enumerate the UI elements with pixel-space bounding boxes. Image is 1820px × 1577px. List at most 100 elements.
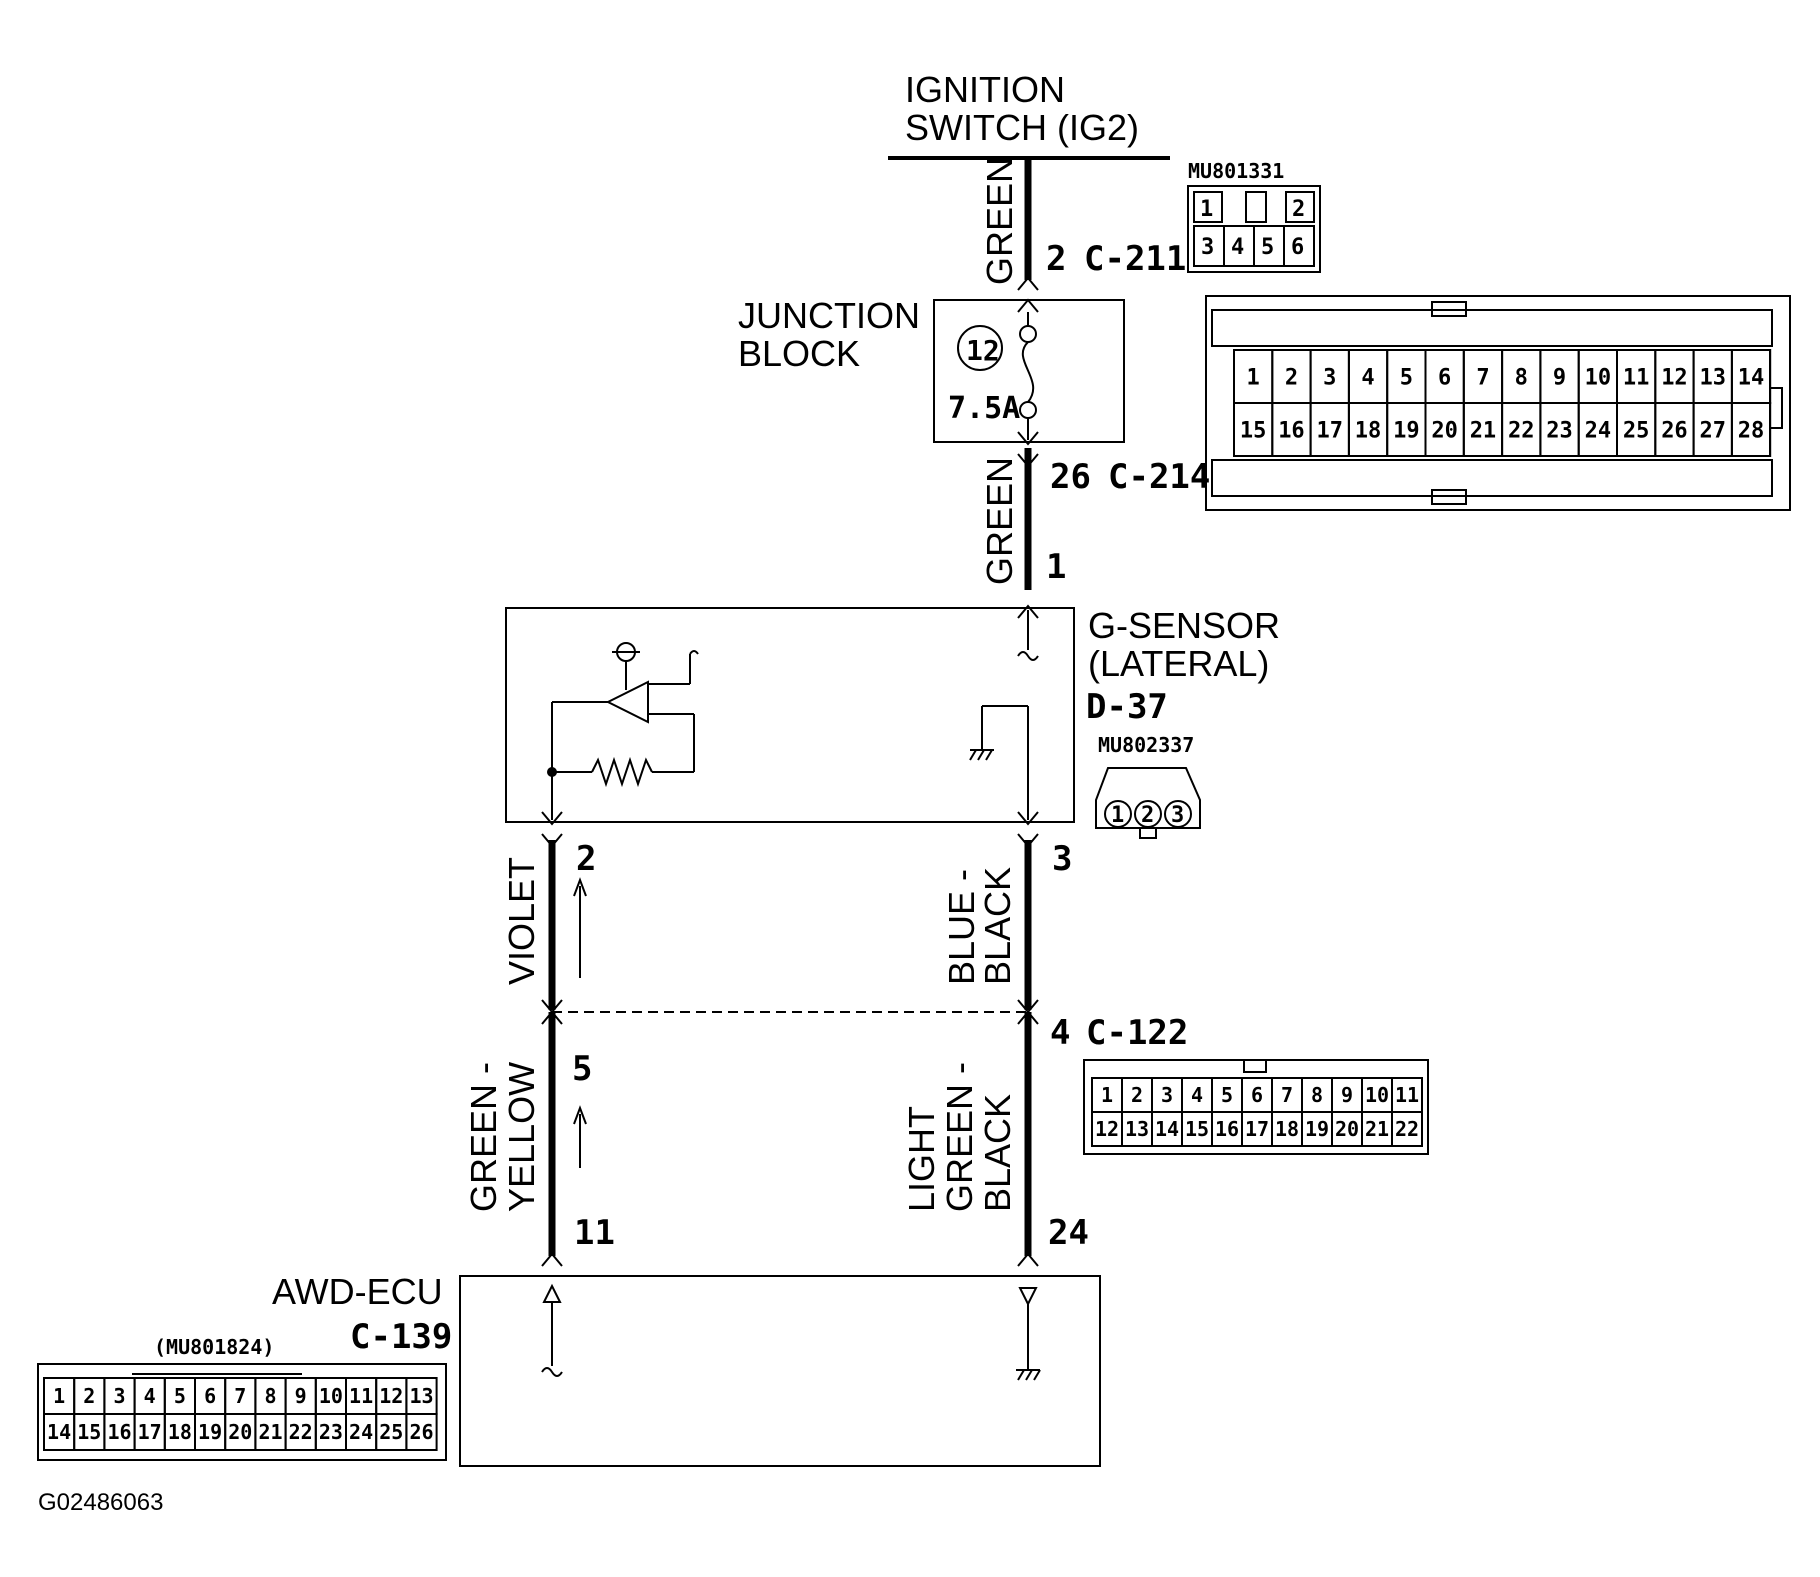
connector-chevron bbox=[541, 1252, 563, 1267]
c211-pin-cell: 2 bbox=[1292, 197, 1305, 222]
pin-number: 21 bbox=[258, 1420, 282, 1444]
pin-number: 19 bbox=[198, 1420, 222, 1444]
pin-number: 9 bbox=[1553, 365, 1566, 390]
wire-label-green-yellow-1: GREEN - bbox=[463, 1062, 504, 1212]
c214-pin: 26 bbox=[1050, 457, 1091, 497]
ignition-switch: IGNITION SWITCH (IG2) bbox=[888, 69, 1170, 160]
pin-number: 17 bbox=[138, 1420, 162, 1444]
pin-number: 23 bbox=[319, 1420, 343, 1444]
connector-chevron bbox=[1017, 1252, 1039, 1267]
g-sensor-box bbox=[505, 607, 1075, 823]
c214-name: C-214 bbox=[1108, 457, 1210, 497]
c211-part-number: MU801331 bbox=[1188, 159, 1284, 183]
wire-label-blue-black-1: BLUE - bbox=[941, 869, 982, 985]
pin-number: 9 bbox=[295, 1384, 307, 1408]
pin-number: 8 bbox=[264, 1384, 276, 1408]
pin-number: 3 bbox=[1161, 1083, 1173, 1107]
pin-number: 6 bbox=[1438, 365, 1451, 390]
fuse-number-circle bbox=[957, 325, 1003, 371]
input-arrow-icon bbox=[542, 1283, 562, 1303]
pin-number: 3 bbox=[1323, 365, 1336, 390]
junction-label-2: BLOCK bbox=[738, 333, 860, 374]
pin-number: 26 bbox=[1661, 418, 1688, 443]
pin-number: 27 bbox=[1700, 418, 1727, 443]
c211-pin-cell: 4 bbox=[1231, 235, 1244, 260]
fuse-terminal bbox=[1019, 401, 1037, 419]
wire-label-violet: VIOLET bbox=[501, 857, 542, 985]
pin-number: 14 bbox=[1155, 1117, 1179, 1141]
pin-number: 17 bbox=[1317, 418, 1344, 443]
junction-break-icon bbox=[541, 1367, 563, 1377]
connector-chevron bbox=[1017, 298, 1039, 313]
pin-cell bbox=[1391, 1111, 1423, 1147]
awd-ecu-title: AWD-ECU bbox=[272, 1271, 443, 1312]
pin-number: 25 bbox=[1623, 418, 1650, 443]
junction-block: JUNCTION BLOCK 12 7.5A bbox=[738, 295, 1125, 443]
pin-number: 24 bbox=[349, 1420, 373, 1444]
arrow-up-icon bbox=[573, 877, 587, 897]
pin-number: 18 bbox=[1355, 418, 1382, 443]
pin-number: 1 bbox=[53, 1384, 65, 1408]
connector-chevron bbox=[541, 811, 563, 826]
d37-part-number: MU802337 bbox=[1098, 733, 1194, 757]
pin-number: 15 bbox=[77, 1420, 101, 1444]
pin-number: 10 bbox=[1585, 365, 1612, 390]
pin-number: 6 bbox=[204, 1384, 216, 1408]
awd-ecu: AWD-ECU C-139 bbox=[272, 1271, 1101, 1467]
pin-number: 5 bbox=[1400, 365, 1413, 390]
connector-chevron bbox=[1017, 276, 1039, 291]
pin-number: 19 bbox=[1305, 1117, 1329, 1141]
pin-number: 22 bbox=[1395, 1117, 1419, 1141]
fuse-rating: 7.5A bbox=[948, 391, 1020, 426]
c211-pin-cell: 3 bbox=[1201, 235, 1214, 260]
g-sensor-label-1: G-SENSOR bbox=[1088, 605, 1280, 646]
pin-number: 2 bbox=[83, 1384, 95, 1408]
connector-chevron bbox=[1017, 431, 1039, 446]
pin-number: 5 bbox=[1221, 1083, 1233, 1107]
pin-number: 5 bbox=[174, 1384, 186, 1408]
pin-number: 12 bbox=[1661, 365, 1688, 390]
pin-number: 4 bbox=[1361, 365, 1374, 390]
connector-chevron bbox=[1017, 811, 1039, 826]
amplifier-icon bbox=[605, 680, 649, 724]
pin-number: 16 bbox=[1278, 418, 1305, 443]
pin-number: 7 bbox=[1476, 365, 1489, 390]
pin-number: 18 bbox=[1275, 1117, 1299, 1141]
pin-number: 22 bbox=[289, 1420, 313, 1444]
pin-number: 7 bbox=[234, 1384, 246, 1408]
fuse-number: 12 bbox=[966, 334, 1000, 367]
pin-number: 28 bbox=[1738, 418, 1765, 443]
pin-number: 16 bbox=[107, 1420, 131, 1444]
d37-pin-cell: 1 bbox=[1111, 803, 1124, 828]
wire-label-blue-black-2: BLACK bbox=[977, 867, 1018, 985]
pin-number: 25 bbox=[379, 1420, 403, 1444]
pin-number: 9 bbox=[1341, 1083, 1353, 1107]
pin-number: 19 bbox=[1393, 418, 1420, 443]
pin-number: 18 bbox=[168, 1420, 192, 1444]
awd-ecu-connector-name: C-139 bbox=[350, 1317, 452, 1357]
pin-number: 2 bbox=[1285, 365, 1298, 390]
pin-number: 20 bbox=[228, 1420, 252, 1444]
resistor-icon bbox=[591, 756, 653, 788]
junction-break-icon bbox=[689, 650, 699, 655]
connector-chevron bbox=[1017, 604, 1039, 619]
pin-number: 8 bbox=[1515, 365, 1528, 390]
g-sensor-label-2: (LATERAL) bbox=[1088, 643, 1269, 684]
wire-label-green-mid: GREEN bbox=[979, 457, 1020, 585]
pin-number: 10 bbox=[319, 1384, 343, 1408]
awd-ecu-box bbox=[459, 1275, 1101, 1467]
pin-number: 4 bbox=[144, 1384, 156, 1408]
ecu-pin-left: 11 bbox=[574, 1213, 615, 1253]
pin-number: 1 bbox=[1247, 365, 1260, 390]
pin-number: 13 bbox=[409, 1384, 433, 1408]
pin-number: 1 bbox=[1101, 1083, 1113, 1107]
wire-label-green-yellow-2: YELLOW bbox=[501, 1062, 542, 1212]
c139-part-number: (MU801824) bbox=[154, 1335, 274, 1359]
ignition-label-1: IGNITION bbox=[905, 69, 1065, 110]
